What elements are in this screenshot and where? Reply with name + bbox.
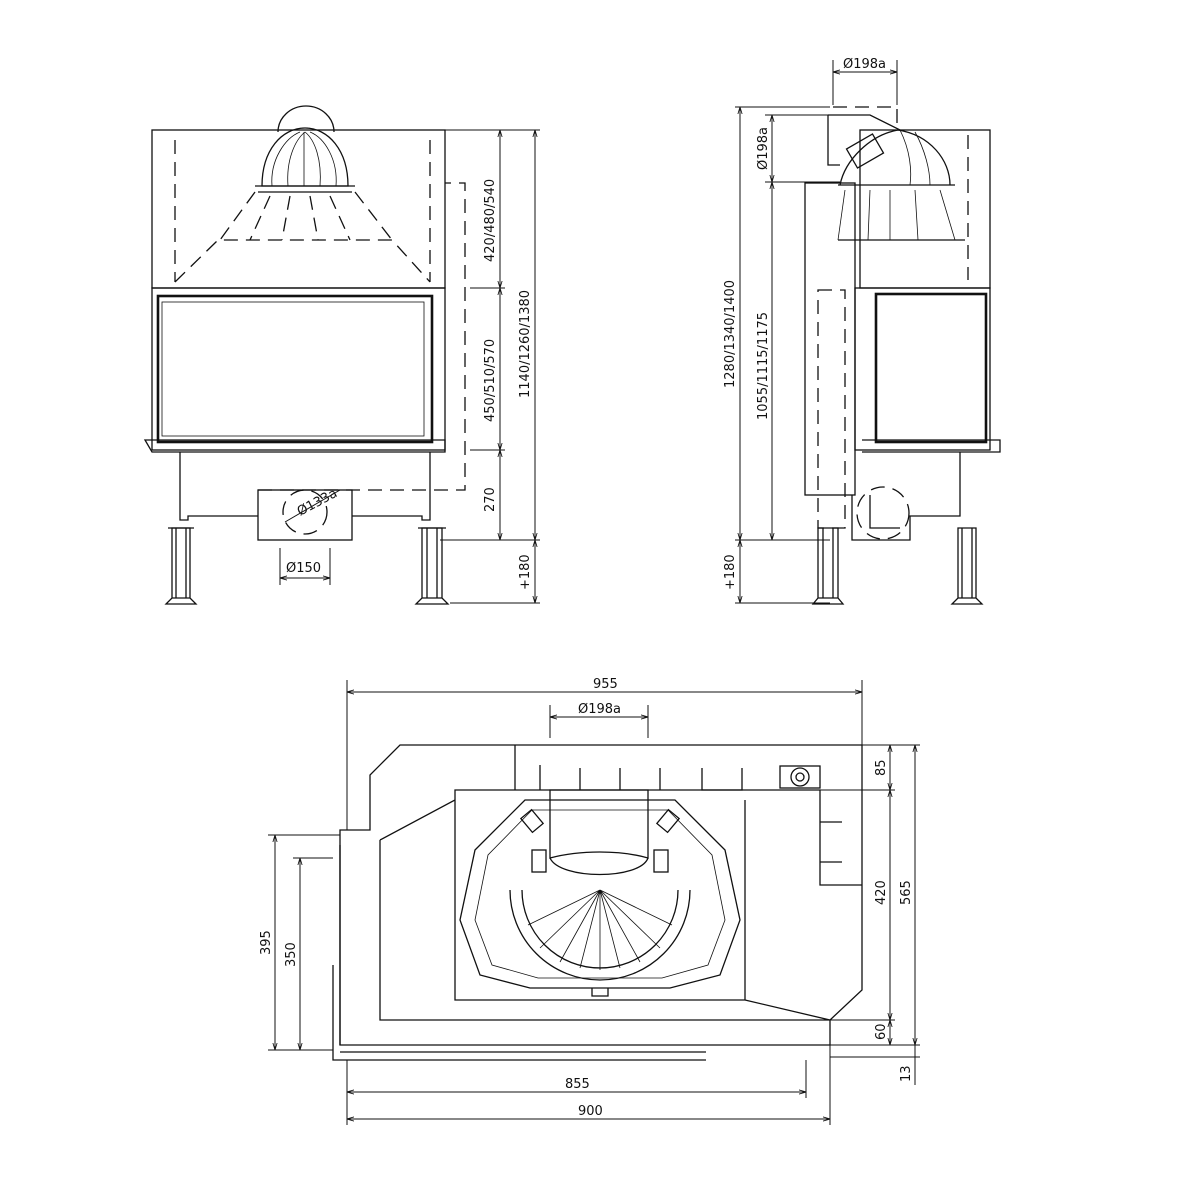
plan-valve-housing xyxy=(779,765,821,789)
plan-inner-walls xyxy=(379,745,862,1021)
dim-to-flue-label: 1055/1115/1175 xyxy=(756,312,771,420)
plan-valve xyxy=(790,767,810,787)
flue-circle-rear xyxy=(282,489,328,535)
dim-top-section-label: 420/480/540 xyxy=(483,179,498,262)
front-hidden-duct xyxy=(258,182,466,491)
dim-900-label: 900 xyxy=(578,1104,603,1119)
dim-plan-flue-label: Ø198a xyxy=(578,702,621,717)
side-panel xyxy=(804,182,856,496)
front-firebox xyxy=(151,287,446,451)
flue-diameter-line xyxy=(284,489,341,523)
side-hidden-flue xyxy=(833,106,898,130)
dim-13-label: 13 xyxy=(899,1065,914,1082)
plan-convection-fins xyxy=(539,765,842,863)
front-glass-inner xyxy=(161,301,425,437)
side-legs xyxy=(811,527,984,605)
dim-85-label: 85 xyxy=(874,759,889,776)
dim-60-label: 60 xyxy=(874,1023,889,1040)
plan-outline xyxy=(339,744,863,1046)
convection-dome xyxy=(219,105,393,241)
front-base-plate xyxy=(143,439,446,453)
dim-420-label: 420 xyxy=(874,880,889,905)
dim-legs-front-label: +180 xyxy=(518,554,533,590)
dim-total-side-label: 1280/1340/1400 xyxy=(723,280,738,388)
side-flue-circle xyxy=(856,486,910,540)
dim-total-front-label: 1140/1260/1380 xyxy=(518,290,533,398)
dim-side-flue-top-label: Ø198a xyxy=(843,57,886,72)
front-legs xyxy=(164,527,450,605)
dim-855-label: 855 xyxy=(565,1077,590,1092)
side-flue-connector xyxy=(827,114,901,166)
side-glass-door xyxy=(874,292,988,444)
dim-350-label: 350 xyxy=(284,942,299,967)
plan-base-rails xyxy=(332,845,706,1061)
plan-view: 955 Ø198a 85 420 xyxy=(259,677,920,1125)
dim-565-label: 565 xyxy=(899,880,914,905)
dim-door-label: 450/510/570 xyxy=(483,339,498,422)
front-hidden-lines xyxy=(174,140,431,283)
dim-395-label: 395 xyxy=(259,930,274,955)
dim-outlet-label: Ø150 xyxy=(286,561,321,576)
dim-side-flue-label: Ø198a xyxy=(756,127,771,170)
side-dome xyxy=(838,129,965,241)
front-lower-frame xyxy=(179,452,431,521)
dim-width-label: 955 xyxy=(593,677,618,692)
dim-legs-side-label: +180 xyxy=(723,554,738,590)
front-glass-door xyxy=(156,294,434,444)
side-base-plate xyxy=(862,439,1001,453)
dim-base-label: 270 xyxy=(483,487,498,512)
side-lower-frame xyxy=(851,452,961,541)
front-upper-housing xyxy=(151,129,446,289)
side-hidden-panel xyxy=(817,289,846,529)
side-flue-elbow xyxy=(845,133,885,169)
side-view: Ø198a 1280/1340/1400 +180 Ø198a 1055/111… xyxy=(723,57,1001,605)
plan-combustion-chamber xyxy=(459,789,741,997)
front-view: Ø133a 420/480/540 450/510/570 270 1140/1… xyxy=(143,105,540,605)
dim-flue-rear-label: Ø133a xyxy=(295,486,340,519)
